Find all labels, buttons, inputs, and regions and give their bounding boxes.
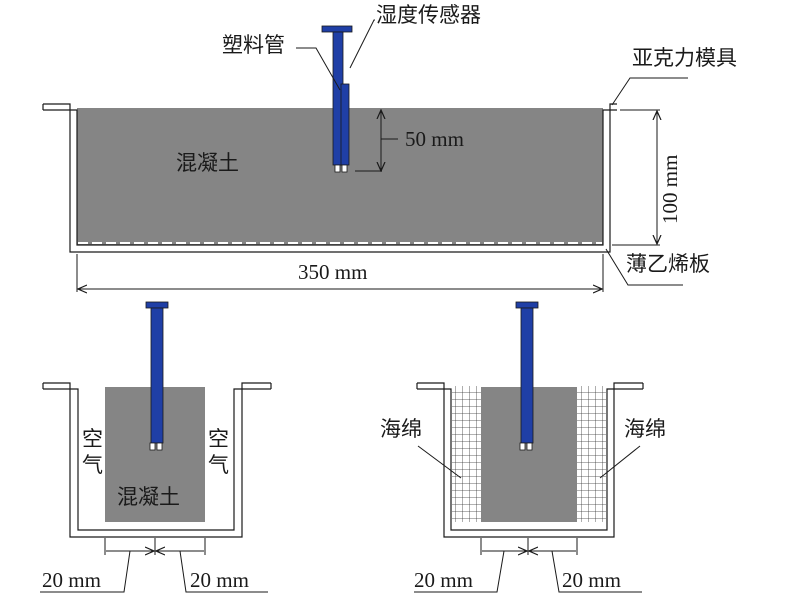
label-sponge-left: 海绵 bbox=[380, 417, 422, 441]
right-gap-label-1: 20 mm bbox=[414, 568, 473, 592]
mold-leader bbox=[611, 77, 688, 106]
right-gap-dimensions bbox=[414, 538, 642, 593]
left-gap-label-2: 20 mm bbox=[190, 568, 249, 592]
width-dimension bbox=[76, 254, 604, 292]
label-pe-sheet: 薄乙烯板 bbox=[626, 252, 710, 276]
sponge-leader-right bbox=[599, 445, 641, 479]
right-air-char1: 空 bbox=[208, 427, 229, 451]
label-depth: 50 mm bbox=[405, 127, 464, 151]
left-air-char2: 气 bbox=[82, 453, 103, 477]
sponge-leader-left bbox=[417, 445, 462, 479]
label-concrete-top: 混凝土 bbox=[176, 151, 239, 175]
right-air-char2: 气 bbox=[208, 453, 229, 477]
label-acrylic-mold: 亚克力模具 bbox=[632, 46, 737, 70]
tube-leader bbox=[296, 47, 341, 91]
left-gap-label-1: 20 mm bbox=[42, 568, 101, 592]
right-sensor bbox=[515, 301, 539, 451]
depth-dimension bbox=[355, 110, 398, 171]
left-gap-dimensions bbox=[40, 538, 268, 593]
label-sponge-right: 海绵 bbox=[624, 417, 666, 441]
label-width: 350 mm bbox=[298, 260, 367, 284]
label-height: 100 mm bbox=[658, 155, 682, 224]
label-humidity-sensor: 湿度传感器 bbox=[376, 3, 481, 27]
top-sensor bbox=[321, 25, 353, 173]
label-plastic-tube: 塑料管 bbox=[222, 33, 285, 57]
top-mold-outer bbox=[43, 103, 617, 253]
left-sensor bbox=[145, 301, 169, 451]
right-sponge-left bbox=[452, 386, 481, 522]
label-concrete-left: 混凝土 bbox=[117, 485, 180, 509]
top-mold bbox=[42, 103, 617, 253]
left-air-char1: 空 bbox=[82, 427, 103, 451]
height-dimension bbox=[612, 109, 660, 246]
pe-leader bbox=[605, 248, 683, 286]
right-sponge-right bbox=[577, 386, 606, 522]
sensor-leader bbox=[349, 19, 375, 69]
right-gap-label-2: 20 mm bbox=[562, 568, 621, 592]
top-mold-inner bbox=[43, 109, 617, 246]
